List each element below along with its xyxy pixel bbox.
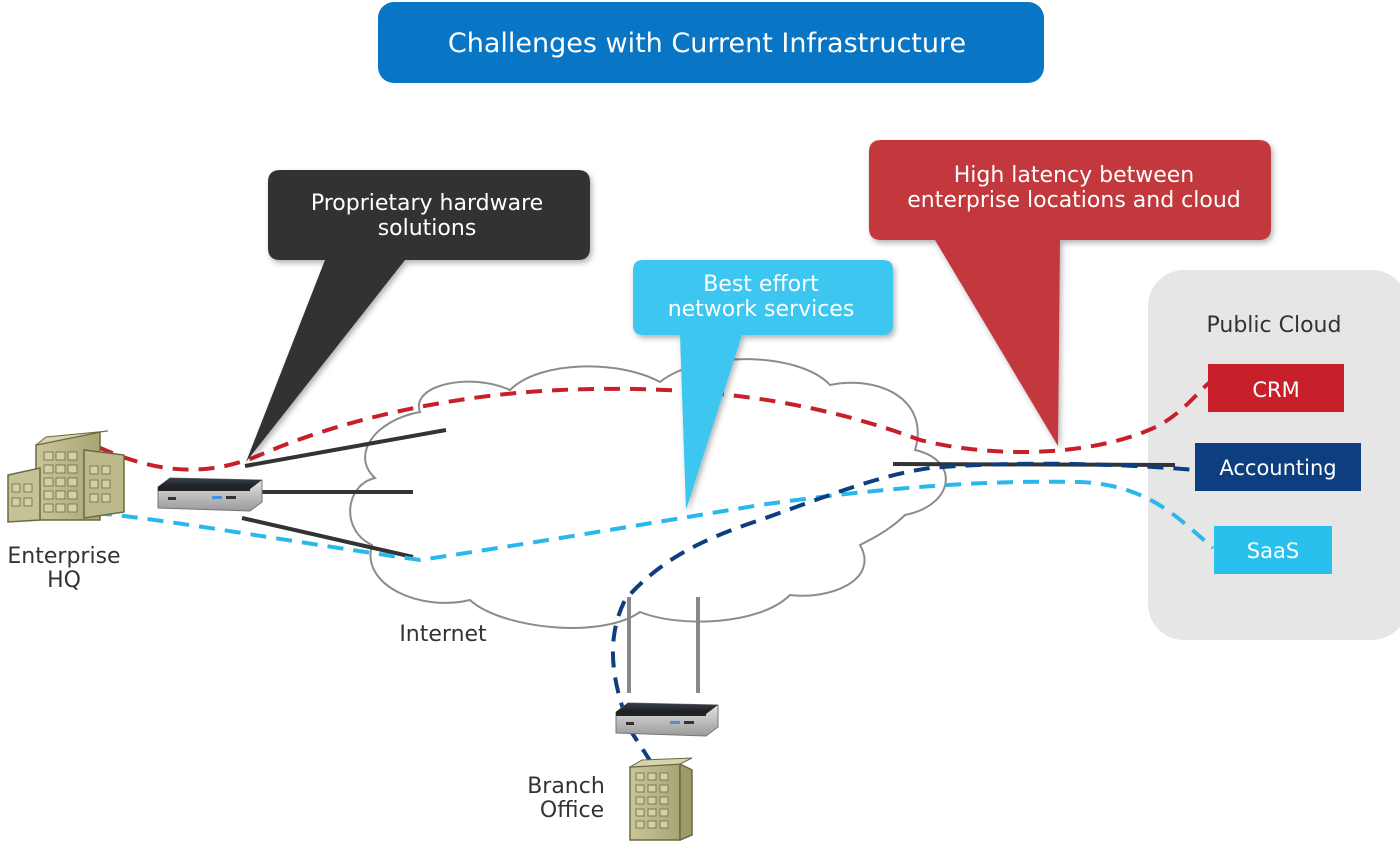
callout-latency-line2: enterprise locations and cloud	[907, 188, 1241, 213]
callout-best-effort	[633, 260, 893, 510]
service-accounting: Accounting	[1195, 443, 1361, 491]
callout-network-line1: Best effort	[703, 272, 819, 297]
callout-high-latency	[869, 140, 1271, 446]
service-saas-label: SaaS	[1247, 539, 1299, 563]
page-title: Challenges with Current Infrastructure	[448, 28, 966, 59]
callout-hardware-line1: Proprietary hardware	[311, 191, 543, 216]
hq-label-line2: HQ	[47, 568, 81, 593]
callout-latency-bubble	[869, 140, 1271, 446]
branch-label-line2: Office	[540, 798, 604, 823]
hq-link-lower	[241, 516, 414, 559]
callout-proprietary-hardware	[246, 170, 590, 462]
callout-latency-line1: High latency between	[954, 163, 1195, 188]
callout-hardware-line2: solutions	[378, 216, 477, 241]
crm-path	[97, 380, 1212, 472]
service-accounting-label: Accounting	[1219, 456, 1336, 480]
title-banner-bg	[378, 2, 1044, 83]
public-cloud-label: Public Cloud	[1207, 313, 1342, 338]
branch-label-line1: Branch	[527, 774, 605, 799]
service-crm: CRM	[1208, 364, 1344, 412]
branch-office-building-icon	[629, 757, 693, 842]
service-saas-box	[1214, 526, 1332, 574]
service-accounting-box	[1195, 443, 1361, 491]
enterprise-hq-building-icon	[7, 430, 125, 523]
service-crm-label: CRM	[1252, 378, 1299, 402]
service-crm-box	[1208, 364, 1344, 412]
title-banner: Challenges with Current Infrastructure	[378, 2, 1044, 83]
hq-link-upper	[244, 428, 447, 468]
internet-label: Internet	[399, 622, 487, 647]
service-saas: SaaS	[1214, 526, 1332, 574]
accounting-path	[610, 461, 1197, 787]
callout-network-line2: network services	[668, 297, 855, 322]
branch-router-icon	[615, 702, 719, 737]
hq-links	[241, 428, 447, 559]
hq-router-icon	[157, 477, 263, 512]
internet-cloud-shape	[349, 358, 947, 629]
hq-label-line1: Enterprise	[7, 544, 120, 569]
callout-network-bubble	[633, 260, 893, 510]
callout-hardware-bubble	[246, 170, 590, 462]
